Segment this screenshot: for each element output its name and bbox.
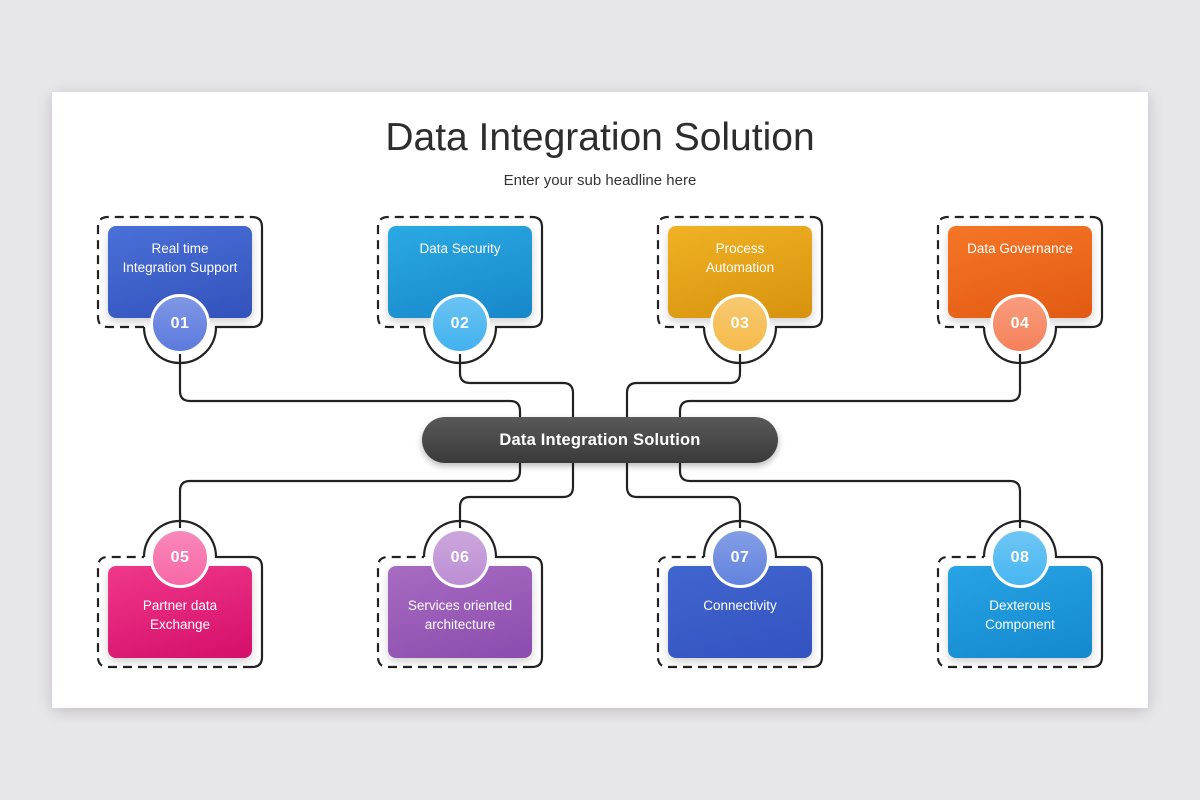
node-number: 08 bbox=[1010, 549, 1030, 566]
node-services-oriented-architecture[interactable]: Services oriented architecture 06 bbox=[388, 528, 532, 658]
node-process-automation[interactable]: Process Automation 03 bbox=[668, 226, 812, 354]
node-label: Data Security bbox=[419, 241, 501, 256]
node-outlines-solid bbox=[142, 215, 1104, 669]
node-number-badge: 04 bbox=[990, 294, 1050, 354]
node-label: Data Governance bbox=[967, 241, 1073, 256]
node-number: 03 bbox=[730, 315, 750, 332]
node-number-badge: 05 bbox=[150, 528, 210, 588]
node-data-security[interactable]: Data Security 02 bbox=[388, 226, 532, 354]
node-number-badge: 08 bbox=[990, 528, 1050, 588]
page-title: Data Integration Solution bbox=[385, 116, 815, 159]
node-number: 07 bbox=[730, 549, 750, 566]
node-connectivity[interactable]: Connectivity 07 bbox=[668, 528, 812, 658]
node-number: 06 bbox=[450, 549, 470, 566]
center-node[interactable]: Data Integration Solution bbox=[422, 417, 778, 463]
node-number: 05 bbox=[170, 549, 190, 566]
node-label: Real time Integration Support bbox=[122, 241, 238, 275]
node-label: Connectivity bbox=[703, 598, 777, 613]
node-real-time-integration-support[interactable]: Real time Integration Support 01 bbox=[108, 226, 252, 354]
node-number-badge: 02 bbox=[430, 294, 490, 354]
page-subtitle: Enter your sub headline here bbox=[503, 172, 697, 189]
connectors bbox=[178, 352, 1022, 530]
node-number-badge: 07 bbox=[710, 528, 770, 588]
node-number: 04 bbox=[1010, 315, 1030, 332]
node-label: Services oriented architecture bbox=[407, 598, 513, 632]
node-label: Partner data Exchange bbox=[142, 598, 218, 632]
node-partner-data-exchange[interactable]: Partner data Exchange 05 bbox=[108, 528, 252, 658]
node-data-governance[interactable]: Data Governance 04 bbox=[948, 226, 1092, 354]
node-dexterous-component[interactable]: Dexterous Component 08 bbox=[948, 528, 1092, 658]
node-label: Process Automation bbox=[705, 241, 775, 275]
node-label: Dexterous Component bbox=[985, 598, 1055, 632]
node-outlines-dashed bbox=[96, 215, 1092, 669]
node-number-badge: 06 bbox=[430, 528, 490, 588]
node-number-badge: 01 bbox=[150, 294, 210, 354]
center-node-label: Data Integration Solution bbox=[499, 430, 701, 449]
node-number-badge: 03 bbox=[710, 294, 770, 354]
node-number: 01 bbox=[170, 315, 190, 332]
node-number: 02 bbox=[450, 315, 470, 332]
